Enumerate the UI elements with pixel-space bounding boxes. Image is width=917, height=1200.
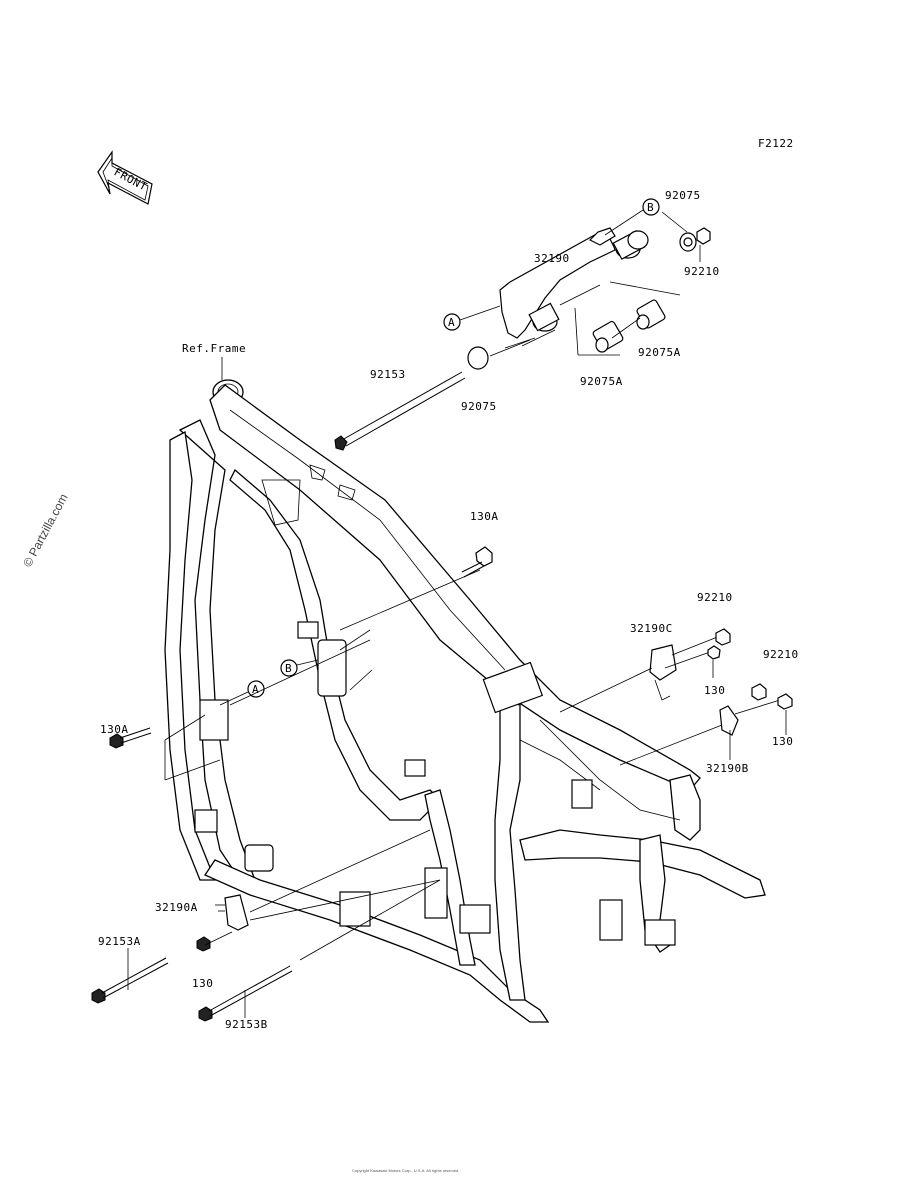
bracket-32190a [215,829,441,931]
label-92153a: 92153A [98,935,141,948]
label-130-c: 130 [704,684,725,697]
bolt-130-lower-head [196,936,211,952]
bolt-92153a [91,957,169,1004]
label-32190b: 32190B [706,762,749,775]
watermark: © Partzilla.com [20,491,70,569]
front-arrow-icon [97,150,153,205]
svg-text:A: A [252,683,259,696]
bracket-32190c [559,635,721,713]
label-92153: 92153 [370,368,406,381]
svg-text:A: A [448,316,455,329]
label-130a-mid: 130A [470,510,499,523]
bolt-130a-mid [461,546,493,578]
label-92210-top: 92210 [684,265,720,278]
bracket-32190b [619,699,781,766]
nut-92210-right [715,628,731,646]
motorcycle-frame [164,379,766,1023]
label-92210-b: 92210 [763,648,799,661]
callout-a-top [443,313,461,331]
bolt-130-b [777,693,793,710]
diagram-code: F2122 [758,137,794,150]
label-32190: 32190 [534,252,570,265]
label-130a-left: 130A [100,723,129,736]
label-130-lower: 130 [192,977,213,990]
upper-bracket-assembly [467,211,711,370]
label-92075-top: 92075 [665,189,701,202]
ref-frame-label: Ref.Frame [182,342,246,355]
label-92153b: 92153B [225,1018,268,1031]
label-92210-right: 92210 [697,591,733,604]
label-92075a-lower: 92075A [580,375,623,388]
svg-text:B: B [647,201,654,214]
label-92075a-right: 92075A [638,346,681,359]
bolt-92153 [334,371,466,451]
label-130-b: 130 [772,735,793,748]
label-92075-mid: 92075 [461,400,497,413]
label-32190c: 32190C [630,622,673,635]
callout-b-top [642,198,660,216]
nut-92210-b [751,683,767,701]
bolt-92153b [198,965,293,1022]
label-32190a: 32190A [155,901,198,914]
callout-b-left [280,659,298,677]
copyright-text: Copyright Kawasaki Motors Corp., U.S.A. … [352,1168,459,1173]
bolt-130a-left [109,727,152,749]
bolt-130-c [707,645,721,660]
svg-text:B: B [285,662,292,675]
